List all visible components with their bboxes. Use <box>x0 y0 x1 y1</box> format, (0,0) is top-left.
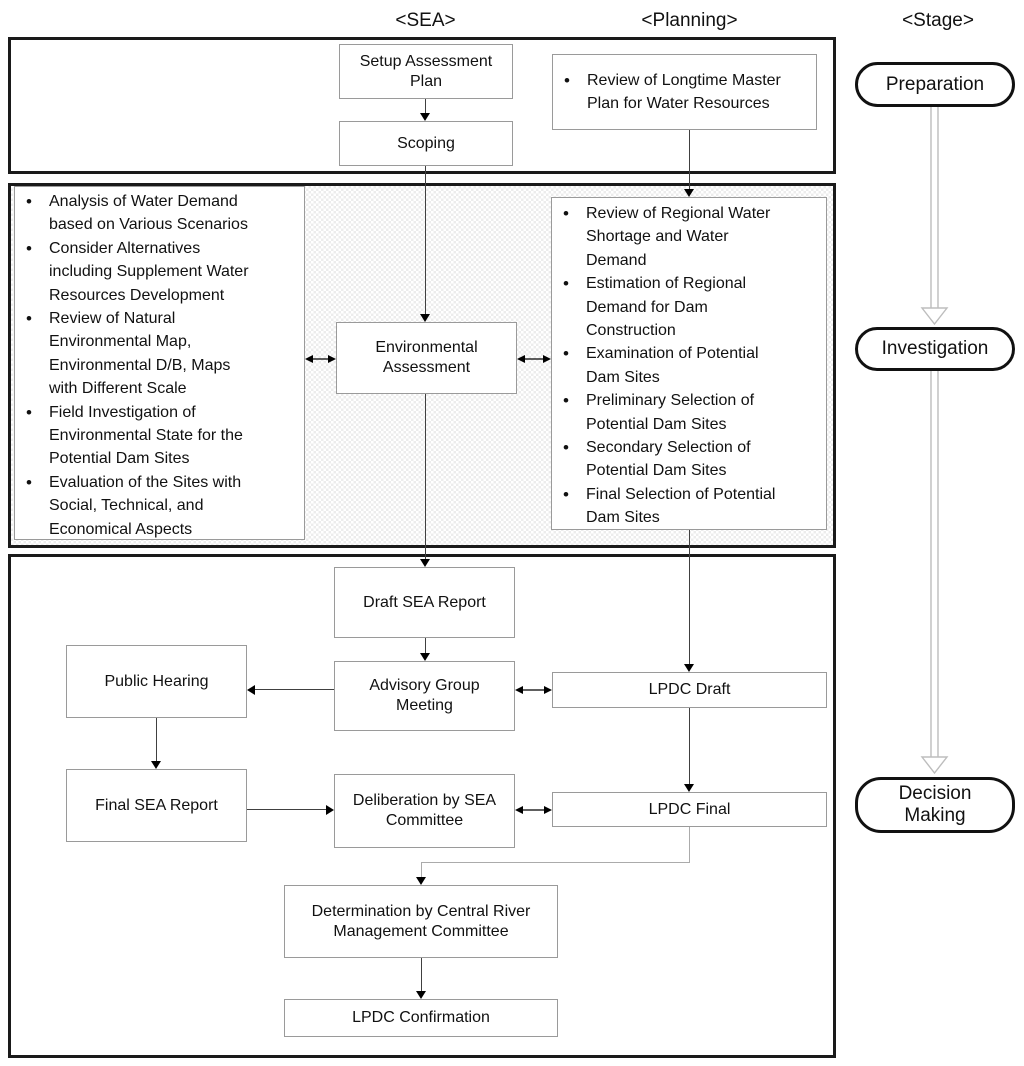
connector-elbow-to-determination <box>421 863 422 878</box>
arrowhead-publichearing-to-finalreport <box>151 761 161 769</box>
planning-activity-item: Final Selection of Potential Dam Sites <box>552 483 784 530</box>
advisory-group-meeting-box: Advisory Group Meeting <box>334 661 515 731</box>
connector-masterplan-to-planninglist <box>689 130 690 190</box>
master-plan-review-box: Review of Longtime Master Plan for Water… <box>552 54 817 130</box>
sea-activity-item: Consider Alternatives including Suppleme… <box>15 237 254 307</box>
stage-arrow-preparation-to-investigation <box>920 107 949 326</box>
lpdc-draft-box: LPDC Draft <box>552 672 827 708</box>
connector-determination-to-confirmation <box>421 958 422 992</box>
arrowhead-masterplan-to-planninglist <box>684 189 694 197</box>
stage-investigation: Investigation <box>855 327 1015 371</box>
connector-advisory-to-publichearing <box>255 689 334 690</box>
planning-activity-item: Review of Regional Water Shortage and Wa… <box>552 202 784 272</box>
sea-activities-box: Analysis of Water Demand based on Variou… <box>14 186 305 540</box>
connector-lpdcdraft-to-lpdcfinal <box>689 708 690 785</box>
arrowhead-finalreport-to-deliberation <box>326 805 334 815</box>
arrowhead-elbow-to-determination <box>416 877 426 885</box>
column-header-sea: <SEA> <box>395 10 456 31</box>
arrowhead-assessment-to-draftreport <box>420 559 430 567</box>
connector-draftreport-to-advisory <box>425 638 426 654</box>
stage-preparation: Preparation <box>855 62 1015 107</box>
sea-activity-item: Field Investigation of Environmental Sta… <box>15 401 254 471</box>
public-hearing-box: Public Hearing <box>66 645 247 718</box>
arrowhead-lpdcdraft-to-lpdcfinal <box>684 784 694 792</box>
sea-activity-item: Evaluation of the Sites with Social, Tec… <box>15 471 254 541</box>
connector-setup-to-scoping <box>425 99 426 114</box>
planning-activities-box: Review of Regional Water Shortage and Wa… <box>551 197 827 530</box>
scoping-box: Scoping <box>339 121 513 166</box>
arrowhead-scoping-to-assessment <box>420 314 430 322</box>
arrowhead-advisory-to-publichearing <box>247 685 255 695</box>
connector-finalreport-to-deliberation <box>247 809 326 810</box>
deliberation-sea-committee-box: Deliberation by SEA Committee <box>334 774 515 848</box>
planning-activity-item: Secondary Selection of Potential Dam Sit… <box>552 436 784 483</box>
planning-activity-item: Preliminary Selection of Potential Dam S… <box>552 389 784 436</box>
setup-assessment-plan-box: Setup Assessment Plan <box>339 44 513 99</box>
connector-lpdcfinal-elbow-vertical <box>689 827 690 863</box>
connector-publichearing-to-finalreport <box>156 718 157 762</box>
double-arrow-assessment-planninglist <box>517 355 551 363</box>
final-sea-report-box: Final SEA Report <box>66 769 247 842</box>
arrowhead-draftreport-to-advisory <box>420 653 430 661</box>
planning-activity-item: Estimation of Regional Demand for Dam Co… <box>552 272 784 342</box>
environmental-assessment-box: Environmental Assessment <box>336 322 517 394</box>
planning-activity-item: Examination of Potential Dam Sites <box>552 342 784 389</box>
column-header-stage: <Stage> <box>902 10 974 31</box>
double-arrow-sealist-assessment <box>305 355 336 363</box>
double-arrow-advisory-lpdcdraft <box>515 686 552 694</box>
draft-sea-report-box: Draft SEA Report <box>334 567 515 638</box>
lpdc-final-box: LPDC Final <box>552 792 827 827</box>
lpdc-confirmation-box: LPDC Confirmation <box>284 999 558 1037</box>
connector-lpdcfinal-elbow-horizontal <box>421 862 690 863</box>
arrowhead-determination-to-confirmation <box>416 991 426 999</box>
stage-arrow-investigation-to-decision <box>920 371 949 775</box>
double-arrow-deliberation-lpdcfinal <box>515 806 552 814</box>
determination-central-river-box: Determination by Central River Managemen… <box>284 885 558 958</box>
planning-prep-item: Review of Longtime Master Plan for Water… <box>553 69 795 116</box>
connector-assessment-to-draftreport <box>425 394 426 560</box>
arrowhead-setup-to-scoping <box>420 113 430 121</box>
column-header-planning: <Planning> <box>641 10 738 31</box>
sea-activity-item: Review of Natural Environmental Map, Env… <box>15 307 254 401</box>
arrowhead-planninglist-to-lpdcdraft <box>684 664 694 672</box>
sea-activity-item: Analysis of Water Demand based on Variou… <box>15 190 254 237</box>
connector-planninglist-to-lpdcdraft <box>689 530 690 665</box>
stage-decision-making: Decision Making <box>855 777 1015 833</box>
connector-scoping-to-assessment <box>425 166 426 315</box>
